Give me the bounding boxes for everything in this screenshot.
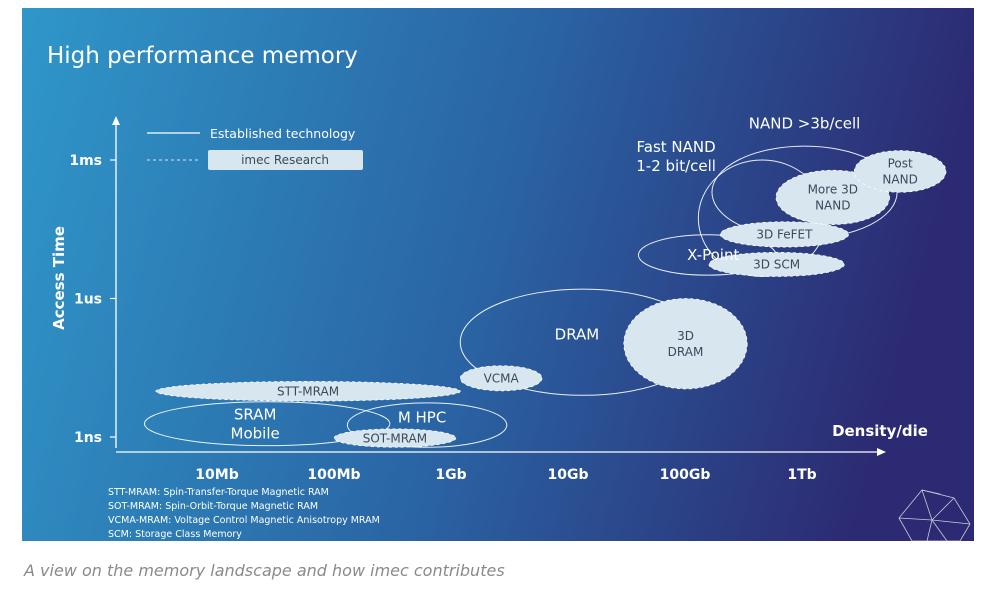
- region-3d-fefet-fill: [719, 221, 849, 248]
- y-axis-label: Access Time: [50, 226, 68, 330]
- y-tick-1us: 1us: [74, 292, 102, 308]
- footnote-vcma: VCMA-MRAM: Voltage Control Magnetic Anis…: [108, 515, 380, 526]
- legend-research-swatch: [208, 150, 363, 170]
- x-tick-100mb: 100Mb: [307, 467, 360, 483]
- region-stt-mram-fill: [155, 381, 461, 402]
- polyhedron-logo-icon: [898, 489, 971, 541]
- region-sram-mobile-outline: [143, 401, 391, 447]
- region-label-sot-mram: SOT-MRAM: [363, 431, 427, 445]
- slide-background: [22, 8, 974, 541]
- region-label-3d-fefet: 3D FeFET: [756, 228, 813, 242]
- chart-slide: High performance memory Established tech…: [22, 8, 974, 541]
- x-tick-100gb: 100Gb: [660, 467, 711, 483]
- footnote-sot: SOT-MRAM: Spin-Orbit-Torque Magnetic RAM: [108, 501, 318, 512]
- region-label-nand-3b-cell: NAND >3b/cell: [749, 115, 861, 133]
- slide-title: High performance memory: [47, 43, 358, 69]
- region-sot-mram-fill: [333, 428, 457, 448]
- region-label-stt-mram: STT-MRAM: [277, 384, 339, 398]
- y-tick-1ns: 1ns: [74, 430, 102, 446]
- region-post-nand-fill: [853, 150, 947, 193]
- x-tick-10mb: 10Mb: [195, 467, 238, 483]
- x-axis-arrow: [877, 448, 886, 456]
- region-3d-scm-fill: [708, 251, 845, 277]
- y-tick-1ms: 1ms: [69, 153, 102, 169]
- y-axis-arrow: [112, 116, 120, 125]
- memory-landscape-chart: High performance memory Established tech…: [22, 8, 974, 541]
- x-tick-1tb: 1Tb: [787, 467, 816, 483]
- region-label-x-point: X-Point: [687, 246, 739, 264]
- region-label-3d-scm: 3D SCM: [753, 258, 800, 272]
- legend-established-label: Established technology: [210, 126, 356, 141]
- region-3d-dram-fill: [623, 298, 748, 390]
- x-axis-label: Density/die: [832, 422, 928, 440]
- region-sram-hpc-outline: [346, 402, 508, 448]
- image-caption: A view on the memory landscape and how i…: [24, 561, 505, 580]
- legend-research-label: imec Research: [241, 153, 329, 167]
- region-label-sram-hpc: M HPC: [398, 408, 447, 426]
- region-label-dram: DRAM: [555, 325, 600, 343]
- region-label-vcma: VCMA: [484, 371, 520, 385]
- region-vcma-fill: [459, 365, 543, 392]
- x-tick-1gb: 1Gb: [435, 467, 466, 483]
- x-tick-10gb: 10Gb: [548, 467, 589, 483]
- footnote-stt: STT-MRAM: Spin-Transfer-Torque Magnetic …: [108, 487, 329, 498]
- footnote-scm: SCM: Storage Class Memory: [108, 529, 242, 540]
- region-more-3d-nand-fill: [775, 169, 890, 225]
